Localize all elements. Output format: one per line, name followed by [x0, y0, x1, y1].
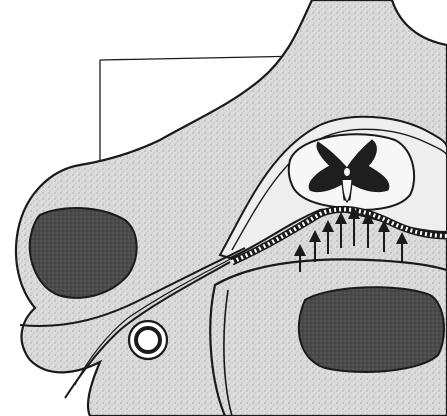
disc-dark-mass — [299, 287, 444, 372]
central-canal — [344, 168, 350, 176]
